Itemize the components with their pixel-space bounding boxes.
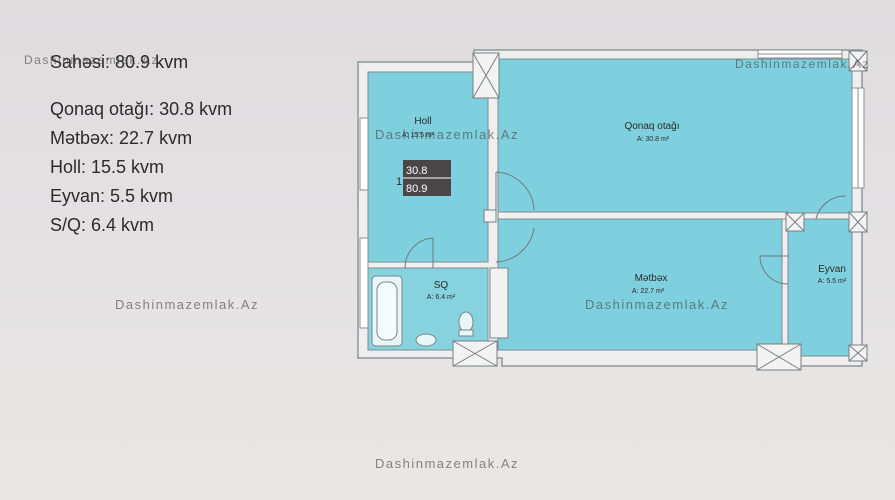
watermark-plan-top: Dashinmazemlak.Az (375, 127, 519, 142)
area-specifications: Sahəsi: 80.9 kvm Qonaq otağı: 30.8 kvm M… (50, 52, 232, 240)
badge-living: 30.8 (406, 165, 427, 177)
spec-kitchen: Mətbəx: 22.7 kvm (50, 128, 193, 148)
metbex-label: Mətbəx (635, 273, 668, 284)
total-area-text: Sahəsi: 80.9 kvm (50, 52, 189, 72)
eyvan-area: A: 5.5 m² (818, 278, 847, 285)
watermark-plan-mid: Dashinmazemlak.Az (585, 297, 729, 312)
watermark-bottom: Dashinmazemlak.Az (375, 456, 519, 471)
watermark-top-right: Dashinmazemlak.Az (735, 57, 870, 71)
holl-label: Holl (414, 116, 431, 127)
room-qonaq (497, 58, 853, 214)
holl-area: A: 15.5 m² (402, 132, 435, 139)
room-metbex (497, 218, 783, 351)
qonaq-area: A: 30.8 m² (637, 136, 670, 143)
watermark-top-left: Dashinmazemlak.Az (24, 53, 159, 67)
sink (415, 333, 437, 347)
badge-rooms: 1 (396, 176, 402, 188)
qonaq-label: Qonaq otağı (624, 121, 679, 132)
watermark-left: Dashinmazemlak.Az (115, 297, 259, 312)
metbex-area: A: 22.7 m² (632, 288, 665, 295)
eyvan-label: Eyvan (818, 264, 846, 275)
spec-balcony: Eyvan: 5.5 kvm (50, 186, 174, 206)
spec-hall: Holl: 15.5 kvm (50, 157, 165, 177)
sq-label: SQ (434, 280, 449, 291)
badge-total: 80.9 (406, 183, 427, 195)
spec-bathroom: S/Q: 6.4 kvm (50, 215, 155, 235)
room-eyvan (787, 218, 853, 357)
sq-area: A: 6.4 m² (427, 294, 456, 301)
apartment-badge: 1 30.8 80.9 (396, 160, 451, 196)
spec-living-room: Qonaq otağı: 30.8 kvm (50, 99, 233, 119)
toilet (458, 311, 474, 333)
